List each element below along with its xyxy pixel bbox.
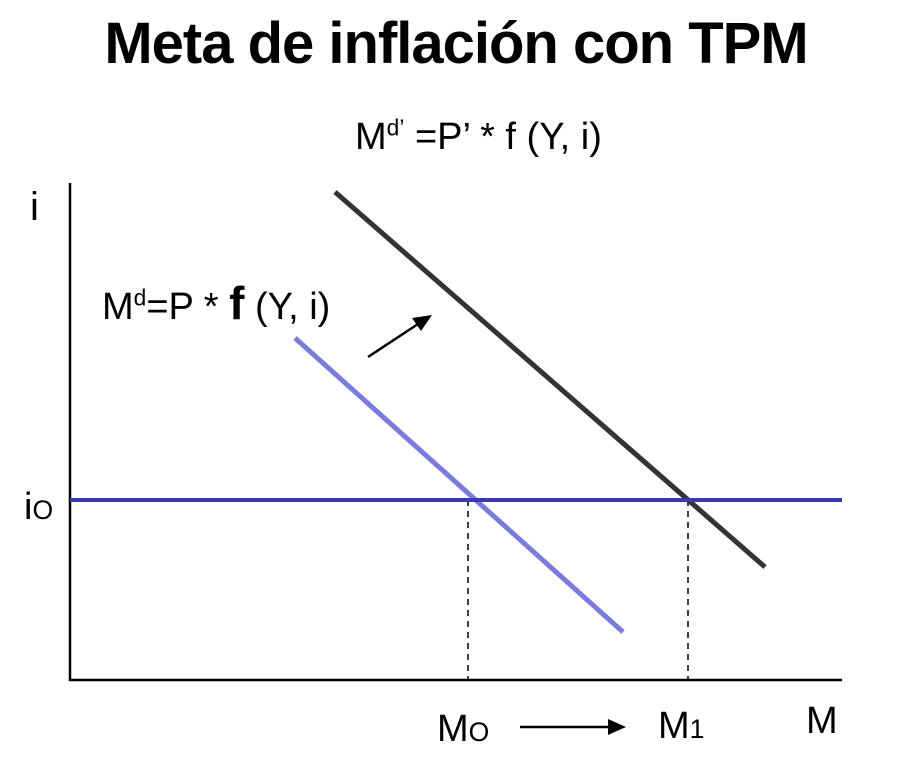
m0-label-base: M xyxy=(437,708,469,750)
demand-new-label: Md’ =P’ * f (Y, i) xyxy=(355,116,602,159)
rate-label-base: i xyxy=(24,486,33,528)
page-title: Meta de inflación con TPM xyxy=(104,11,808,76)
shift-arrow xyxy=(367,322,419,359)
demand-new-base: M xyxy=(355,116,387,158)
rate-label: iO xyxy=(24,486,53,529)
demand-new-sup: d’ xyxy=(386,114,405,141)
demand-new-rest: =P’ * f (Y, i) xyxy=(404,116,602,158)
y-axis-label: i xyxy=(30,185,39,229)
m0-label-sub: O xyxy=(468,717,490,747)
demand-old-label: Md=P * f (Y, i) xyxy=(102,276,330,330)
demand-old-base: M xyxy=(102,286,134,328)
m-shift-arrow-head xyxy=(608,719,626,735)
demand-old-sup: d xyxy=(133,284,147,311)
demand-old-rest: (Y, i) xyxy=(244,286,331,328)
old-demand-line xyxy=(293,336,625,634)
rate-label-sub: O xyxy=(32,495,54,525)
m1-label: M1 xyxy=(658,705,704,748)
demand-old-f: f xyxy=(229,277,245,329)
new-demand-line xyxy=(333,190,767,569)
demand-old-mid: =P * xyxy=(146,286,230,328)
m0-label: MO xyxy=(437,708,489,751)
m1-label-base: M xyxy=(658,705,690,747)
shift-arrow-head xyxy=(412,315,432,331)
m1-label-sub: 1 xyxy=(689,714,705,744)
x-axis-label: M xyxy=(806,700,838,742)
